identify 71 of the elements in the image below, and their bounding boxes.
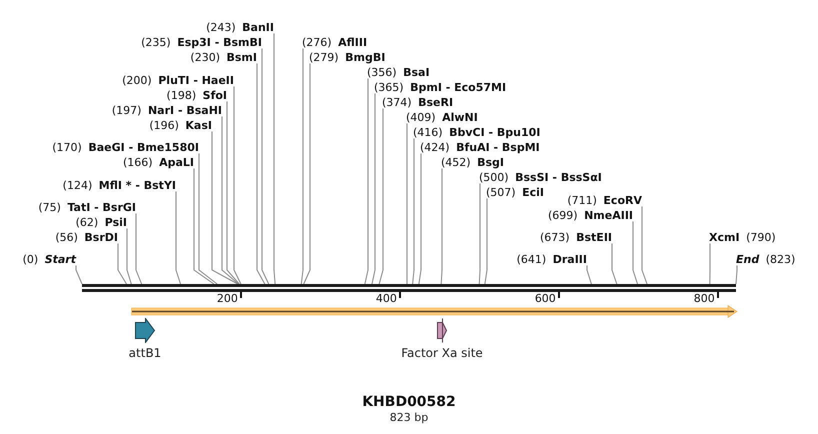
leader-line [612, 243, 618, 284]
cut-site-label: (200) PluTI - HaeII [122, 74, 234, 86]
cut-site-label: (365) BpmI - Eco57MI [374, 80, 506, 94]
cut-site-label: (409) AlwNI [406, 110, 478, 124]
leader-line [76, 265, 82, 284]
leader-line [126, 228, 132, 284]
cut-site-label: (699) NmeAIII [548, 208, 633, 222]
leader-line [412, 138, 414, 284]
feature-label: attB1 [128, 346, 162, 360]
cut-site-label: (673) BstEII [540, 230, 612, 244]
cut-site-label: End (823) [736, 252, 796, 266]
cut-site-label: (356) BsaI [367, 66, 430, 78]
leader-line [136, 213, 142, 284]
cut-site-label: (124) MflI * - BstYI [62, 178, 176, 192]
leader-line [478, 183, 480, 284]
dna-backbone [82, 284, 736, 292]
tick-label: 200 [216, 292, 238, 305]
cut-site-label: (166) ApaLI [122, 156, 194, 168]
cut-site-label: (452) BsgI [441, 156, 504, 168]
sequence-length: 823 bp [390, 411, 428, 424]
cut-site-label: (416) BbvCI - Bpu10I [413, 126, 540, 138]
cut-site-label: (507) EciI [486, 186, 544, 198]
leader-line [364, 78, 368, 284]
tick-label: 600 [534, 292, 556, 305]
leader-line [176, 191, 181, 284]
leader-line [226, 101, 240, 284]
cut-site-label: (235) Esp3I - BsmBI [141, 36, 262, 48]
cut-site-label: (374) BseRI [382, 96, 454, 108]
cut-site-label: (279) BmgBI [309, 50, 386, 64]
leader-line [484, 198, 488, 284]
cut-site-label: XcmI (790) [709, 230, 776, 244]
cut-site-label: (75) TatI - BsrGI [38, 200, 136, 214]
leader-line [378, 108, 384, 284]
leader-line [198, 153, 218, 284]
leader-line [194, 168, 214, 284]
leader-line [262, 48, 270, 284]
leader-line [256, 63, 266, 284]
map-title: KHBD00582 [362, 394, 456, 411]
leader-line [406, 123, 408, 284]
leader-line [118, 243, 127, 284]
leader-line [632, 221, 638, 284]
cut-site-label: (276) AflIII [302, 36, 368, 48]
cut-site-label: (0) Start [22, 252, 76, 266]
leader-line [303, 63, 310, 284]
cut-site-label: (198) SfoI [166, 88, 227, 102]
leader-line [222, 116, 239, 284]
leader-line [234, 86, 242, 284]
cut-site-label: (641) DraIII [516, 252, 587, 266]
leader-line [709, 243, 710, 284]
tick-label: 800 [694, 292, 715, 305]
feature-label: Factor Xa site [401, 346, 483, 360]
leader-line [586, 265, 592, 284]
cut-site-label: (196) KasI [149, 118, 212, 132]
leader-line [212, 131, 238, 284]
cut-site-label: (243) BanII [206, 20, 274, 34]
leader-line [372, 93, 376, 284]
leader-line [736, 265, 738, 284]
cut-site-label: (170) BaeGI - Bme1580I [52, 140, 199, 154]
leader-line [300, 48, 304, 284]
tick-label: 400 [376, 292, 397, 305]
cut-site-label: (62) PsiI [76, 216, 127, 228]
cut-site-label: (424) BfuAI - BspMI [420, 140, 540, 154]
cut-site-label: (56) BsrDI [55, 230, 118, 244]
cut-site-label: (197) NarI - BsaHI [112, 104, 222, 116]
leader-line [642, 206, 648, 284]
cut-site-label: (500) BssSI - BssSαI [479, 170, 602, 184]
leader-line [274, 33, 276, 284]
cut-site-label: (230) BsmI [190, 50, 257, 64]
leader-line [418, 153, 422, 284]
leader-line [440, 168, 442, 284]
cut-site-label: (711) EcoRV [567, 194, 642, 206]
